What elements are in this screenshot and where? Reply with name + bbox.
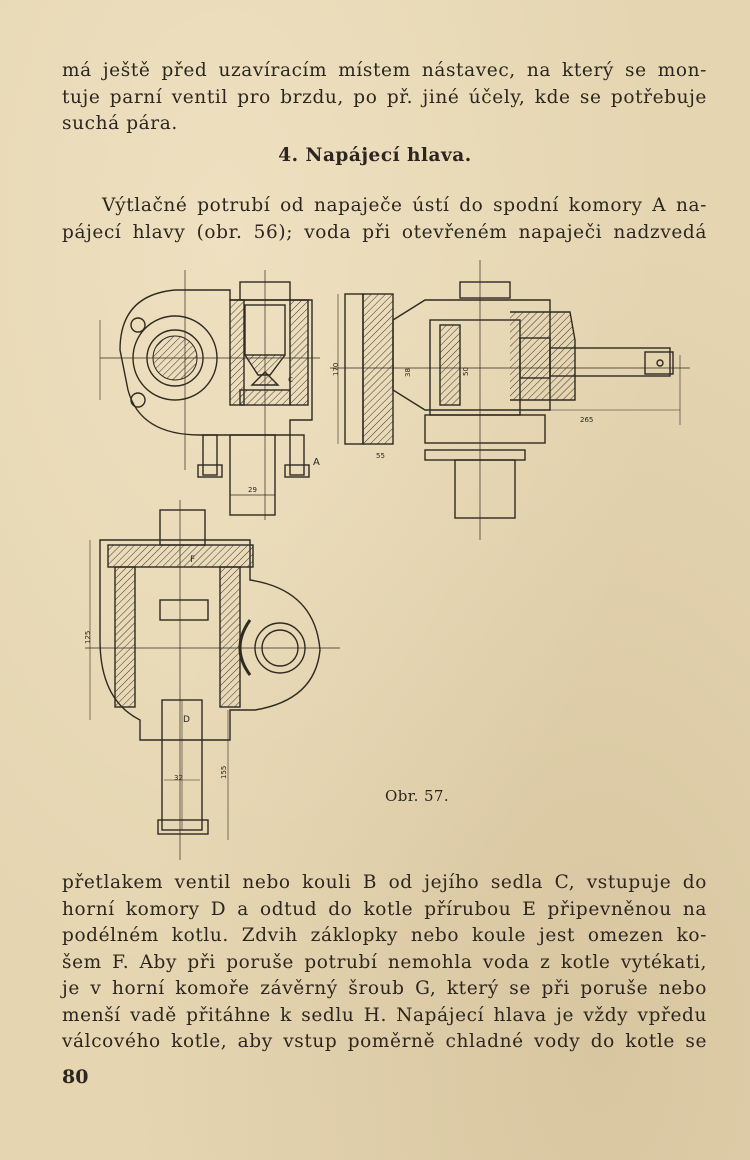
dim-155: 155 [220, 766, 228, 779]
text-line: přetlakem ventil nebo kouli B od jejího … [62, 872, 707, 893]
technical-drawing: c A F D 29 265 55 170 38 50 32 155 125 [84, 260, 690, 860]
paragraph-intro: Výtlačné potrubí od napaječe ústí do spo… [62, 193, 707, 246]
dim-265: 265 [580, 416, 593, 424]
dim-38: 38 [404, 368, 412, 377]
label-c: c [288, 375, 293, 385]
section-heading: 4. Napájecí hlava. [278, 145, 472, 166]
dim-55: 55 [376, 452, 385, 460]
label-d: D [183, 715, 190, 725]
text-line: suchá pára. [62, 113, 178, 134]
section-view-bottom [85, 500, 340, 860]
label-a: A [313, 457, 320, 468]
paragraph-bottom: přetlakem ventil nebo kouli B od jejího … [62, 870, 707, 1056]
text-line: válcového kotle, aby vstup poměrně chlad… [62, 1031, 707, 1052]
dim-50: 50 [462, 367, 470, 376]
page-number: 80 [62, 1066, 89, 1088]
text-line: horní komory D a odtud do kotle přírubou… [62, 898, 707, 920]
section-view-right [330, 260, 690, 540]
text-line: je v horní komoře závěrný šroub G, který… [62, 978, 707, 999]
text-line: pájecí hlavy (obr. 56); voda při otevřen… [62, 221, 707, 243]
dim-125: 125 [84, 631, 92, 644]
text-line: Výtlačné potrubí od napaječe ústí do spo… [102, 195, 707, 216]
text-line: tuje parní ventil pro brzdu, po př. jiné… [62, 86, 707, 108]
text-line: má ještě před uzavíracím místem nástavec… [62, 60, 707, 81]
text-line: šem F. Aby při poruše potrubí nemohla vo… [62, 951, 707, 973]
text-line: menší vadě přitáhne k sedlu H. Napájecí … [62, 1004, 707, 1026]
label-f: F [190, 555, 195, 565]
dim-32: 32 [174, 774, 183, 782]
dim-170: 170 [332, 363, 340, 376]
figure-caption: Obr. 57. [385, 787, 450, 805]
section-view-left [99, 270, 320, 520]
paragraph-top: má ještě před uzavíracím místem nástavec… [62, 58, 707, 138]
text-line: podélném kotlu. Zdvih záklopky nebo koul… [62, 925, 707, 946]
dim-29: 29 [248, 486, 257, 494]
